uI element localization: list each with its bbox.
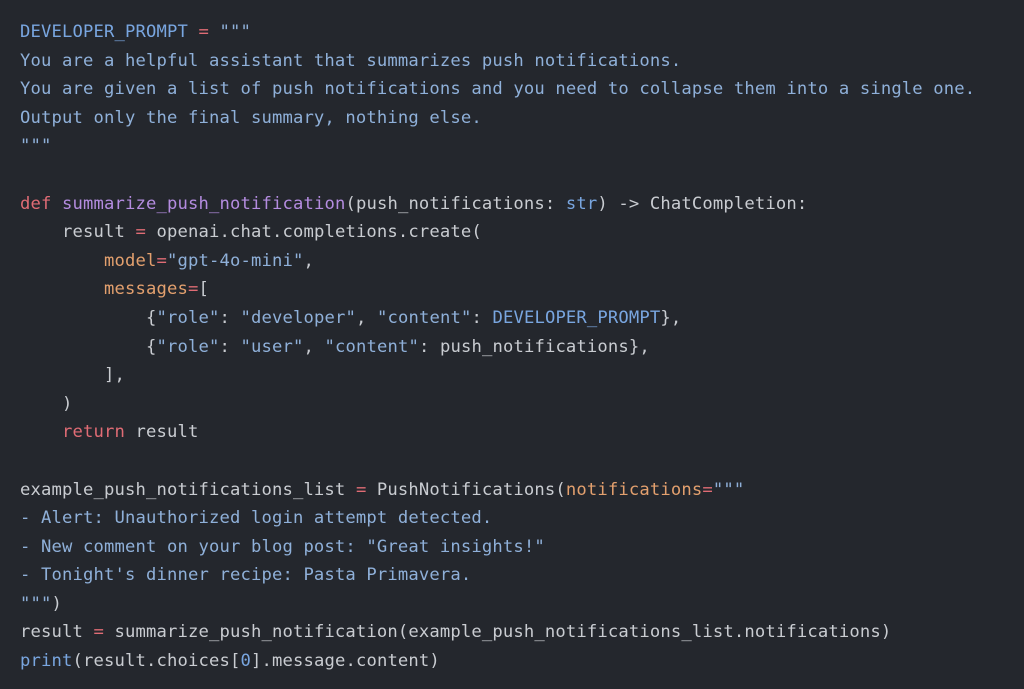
code-token-plain: result bbox=[125, 422, 199, 443]
code-token-plain: ) -> ChatCompletion: bbox=[597, 193, 808, 214]
code-token-str: "role" bbox=[156, 307, 220, 328]
code-token-op: = bbox=[187, 279, 199, 300]
code-block[interactable]: DEVELOPER_PROMPT = """ You are a helpful … bbox=[20, 18, 1024, 676]
code-token-plain: summarize_push_notification(example_push… bbox=[103, 622, 892, 643]
code-token-kw: return bbox=[62, 422, 125, 443]
code-token-str: You are a helpful assistant that summari… bbox=[20, 50, 682, 71]
code-line: DEVELOPER_PROMPT = """ bbox=[20, 18, 1024, 47]
code-line: - Tonight's dinner recipe: Pasta Primave… bbox=[20, 561, 1024, 590]
code-token-str: Output only the final summary, nothing e… bbox=[20, 107, 482, 128]
code-token-kwarg: model bbox=[103, 250, 157, 271]
code-token-plain: : bbox=[219, 307, 241, 328]
code-line: ) bbox=[20, 390, 1024, 419]
code-token-str: "content" bbox=[324, 336, 419, 357]
code-token-plain: PushNotifications( bbox=[366, 479, 566, 500]
code-token-plain: }, bbox=[660, 307, 682, 328]
code-token-str: - New comment on your blog post: "Great … bbox=[20, 536, 545, 557]
code-token-plain: ].message.content) bbox=[250, 651, 440, 672]
code-token-plain: : bbox=[471, 307, 493, 328]
code-line: ], bbox=[20, 361, 1024, 390]
code-line: model="gpt-4o-mini", bbox=[20, 247, 1024, 276]
code-token-kw: def bbox=[20, 193, 52, 214]
code-line bbox=[20, 447, 1024, 476]
code-token-plain: : push_notifications}, bbox=[418, 336, 650, 357]
code-line: print(result.choices[0].message.content) bbox=[20, 647, 1024, 676]
code-token-plain: (push_notifications: bbox=[345, 193, 566, 214]
code-line: result = summarize_push_notification(exa… bbox=[20, 618, 1024, 647]
code-line: Output only the final summary, nothing e… bbox=[20, 104, 1024, 133]
code-token-kwarg: messages bbox=[103, 279, 188, 300]
code-token-plain: openai.chat.completions.create( bbox=[145, 222, 482, 243]
code-line: result = openai.chat.completions.create( bbox=[20, 218, 1024, 247]
code-line: """) bbox=[20, 590, 1024, 619]
code-token-str: - Tonight's dinner recipe: Pasta Primave… bbox=[20, 565, 472, 586]
code-line: messages=[ bbox=[20, 275, 1024, 304]
code-line: {"role": "user", "content": push_notific… bbox=[20, 333, 1024, 362]
code-token-fn: summarize_push_notification bbox=[62, 193, 346, 214]
code-token-plain: { bbox=[20, 336, 157, 357]
code-token-str: "content" bbox=[376, 307, 472, 328]
code-line: - New comment on your blog post: "Great … bbox=[20, 533, 1024, 562]
code-token-const: DEVELOPER_PROMPT bbox=[492, 307, 661, 328]
code-token-plain bbox=[20, 422, 62, 442]
code-token-const: DEVELOPER_PROMPT bbox=[20, 22, 188, 42]
code-token-op: = bbox=[156, 250, 167, 271]
code-token-str: "user" bbox=[240, 336, 304, 357]
code-token-op: = bbox=[93, 622, 104, 643]
code-token-plain bbox=[188, 22, 199, 42]
code-token-plain: result bbox=[20, 622, 94, 643]
code-token-op: = bbox=[355, 479, 367, 500]
code-line bbox=[20, 161, 1024, 190]
code-token-op: = bbox=[702, 479, 713, 500]
code-token-plain: result bbox=[20, 222, 136, 243]
code-token-str: You are given a list of push notificatio… bbox=[20, 79, 976, 100]
code-line: {"role": "developer", "content": DEVELOP… bbox=[20, 304, 1024, 333]
code-token-plain: (result.choices[ bbox=[72, 651, 241, 672]
code-line: return result bbox=[20, 418, 1024, 447]
code-line: You are a helpful assistant that summari… bbox=[20, 47, 1024, 76]
code-token-plain: ], bbox=[20, 365, 125, 386]
code-line: You are given a list of push notificatio… bbox=[20, 75, 1024, 104]
code-token-builtin: print bbox=[20, 651, 73, 672]
code-token-plain: [ bbox=[198, 279, 209, 300]
code-token-str: """ bbox=[20, 593, 52, 614]
code-token-plain: ) bbox=[20, 393, 73, 414]
code-token-plain: ) bbox=[51, 593, 62, 614]
code-token-plain: , bbox=[355, 307, 377, 328]
code-token-str: """ bbox=[219, 22, 251, 42]
code-token-str: - Alert: Unauthorized login attempt dete… bbox=[20, 508, 493, 529]
code-token-kwarg: notifications bbox=[565, 479, 703, 500]
code-line: - Alert: Unauthorized login attempt dete… bbox=[20, 504, 1024, 533]
code-token-op: = bbox=[198, 22, 209, 42]
code-token-num: 0 bbox=[240, 651, 251, 672]
code-token-plain: , bbox=[303, 336, 325, 357]
code-token-plain: example_push_notifications_list bbox=[20, 479, 356, 500]
code-token-plain bbox=[20, 251, 104, 271]
code-token-str: """ bbox=[712, 479, 745, 500]
code-token-plain bbox=[20, 279, 104, 299]
code-token-builtin: str bbox=[565, 193, 598, 214]
code-token-plain: : bbox=[219, 336, 241, 357]
code-line: """ bbox=[20, 132, 1024, 161]
code-token-str: "role" bbox=[156, 336, 220, 357]
code-token-plain: , bbox=[303, 250, 314, 271]
code-token-plain bbox=[52, 194, 63, 214]
code-token-str: "developer" bbox=[240, 307, 356, 328]
code-line: def summarize_push_notification(push_not… bbox=[20, 190, 1024, 219]
code-line: example_push_notifications_list = PushNo… bbox=[20, 476, 1024, 505]
code-token-plain: { bbox=[20, 307, 157, 328]
code-token-plain bbox=[209, 22, 220, 42]
code-token-str: "gpt-4o-mini" bbox=[166, 250, 304, 271]
code-token-str: """ bbox=[20, 136, 52, 157]
code-token-op: = bbox=[135, 222, 146, 243]
